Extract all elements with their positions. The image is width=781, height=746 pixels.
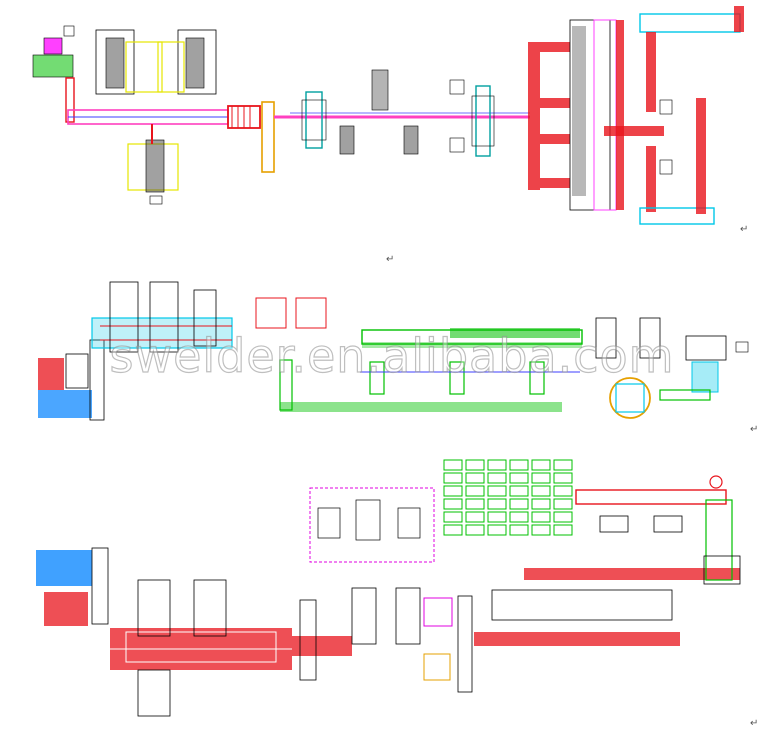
layout-2	[38, 281, 749, 421]
tray-cell	[465, 511, 485, 523]
layout-3	[36, 459, 741, 717]
tray-cell	[553, 485, 573, 497]
tray-cell	[443, 511, 463, 523]
tray-cell	[509, 524, 529, 536]
tray-cell	[443, 524, 463, 536]
tray-cell	[465, 459, 485, 471]
tray-cell	[465, 485, 485, 497]
tray-cell	[531, 459, 551, 471]
tray-cell	[443, 485, 463, 497]
tray-cell	[465, 524, 485, 536]
tray-cell	[531, 485, 551, 497]
tray-cell	[509, 459, 529, 471]
tray-cell	[553, 459, 573, 471]
green-tray-grid	[443, 459, 573, 536]
tray-cell	[487, 459, 507, 471]
tray-cell	[553, 524, 573, 536]
tray-cell	[531, 511, 551, 523]
tray-cell	[509, 511, 529, 523]
tray-cell	[531, 472, 551, 484]
tray-cell	[531, 498, 551, 510]
paragraph-mark-icon: ↵	[740, 224, 748, 235]
paragraph-mark-icon: ↵	[750, 424, 758, 435]
tray-cell	[531, 524, 551, 536]
tray-cell	[487, 498, 507, 510]
watermark-text: swelder.en.alibaba.com	[110, 329, 675, 383]
tray-cell	[443, 498, 463, 510]
tray-cell	[553, 472, 573, 484]
paragraph-mark-icon: ↵	[386, 254, 394, 265]
tray-cell	[509, 472, 529, 484]
tray-cell	[487, 485, 507, 497]
tray-cell	[487, 472, 507, 484]
tray-cell	[509, 485, 529, 497]
tray-cell	[443, 472, 463, 484]
layout-1	[32, 6, 744, 225]
paragraph-mark-icon: ↵	[750, 718, 758, 729]
tray-cell	[443, 459, 463, 471]
tray-cell	[487, 511, 507, 523]
tray-cell	[465, 472, 485, 484]
tray-cell	[465, 498, 485, 510]
tray-cell	[553, 511, 573, 523]
tray-cell	[553, 498, 573, 510]
tray-cell	[487, 524, 507, 536]
tray-cell	[509, 498, 529, 510]
